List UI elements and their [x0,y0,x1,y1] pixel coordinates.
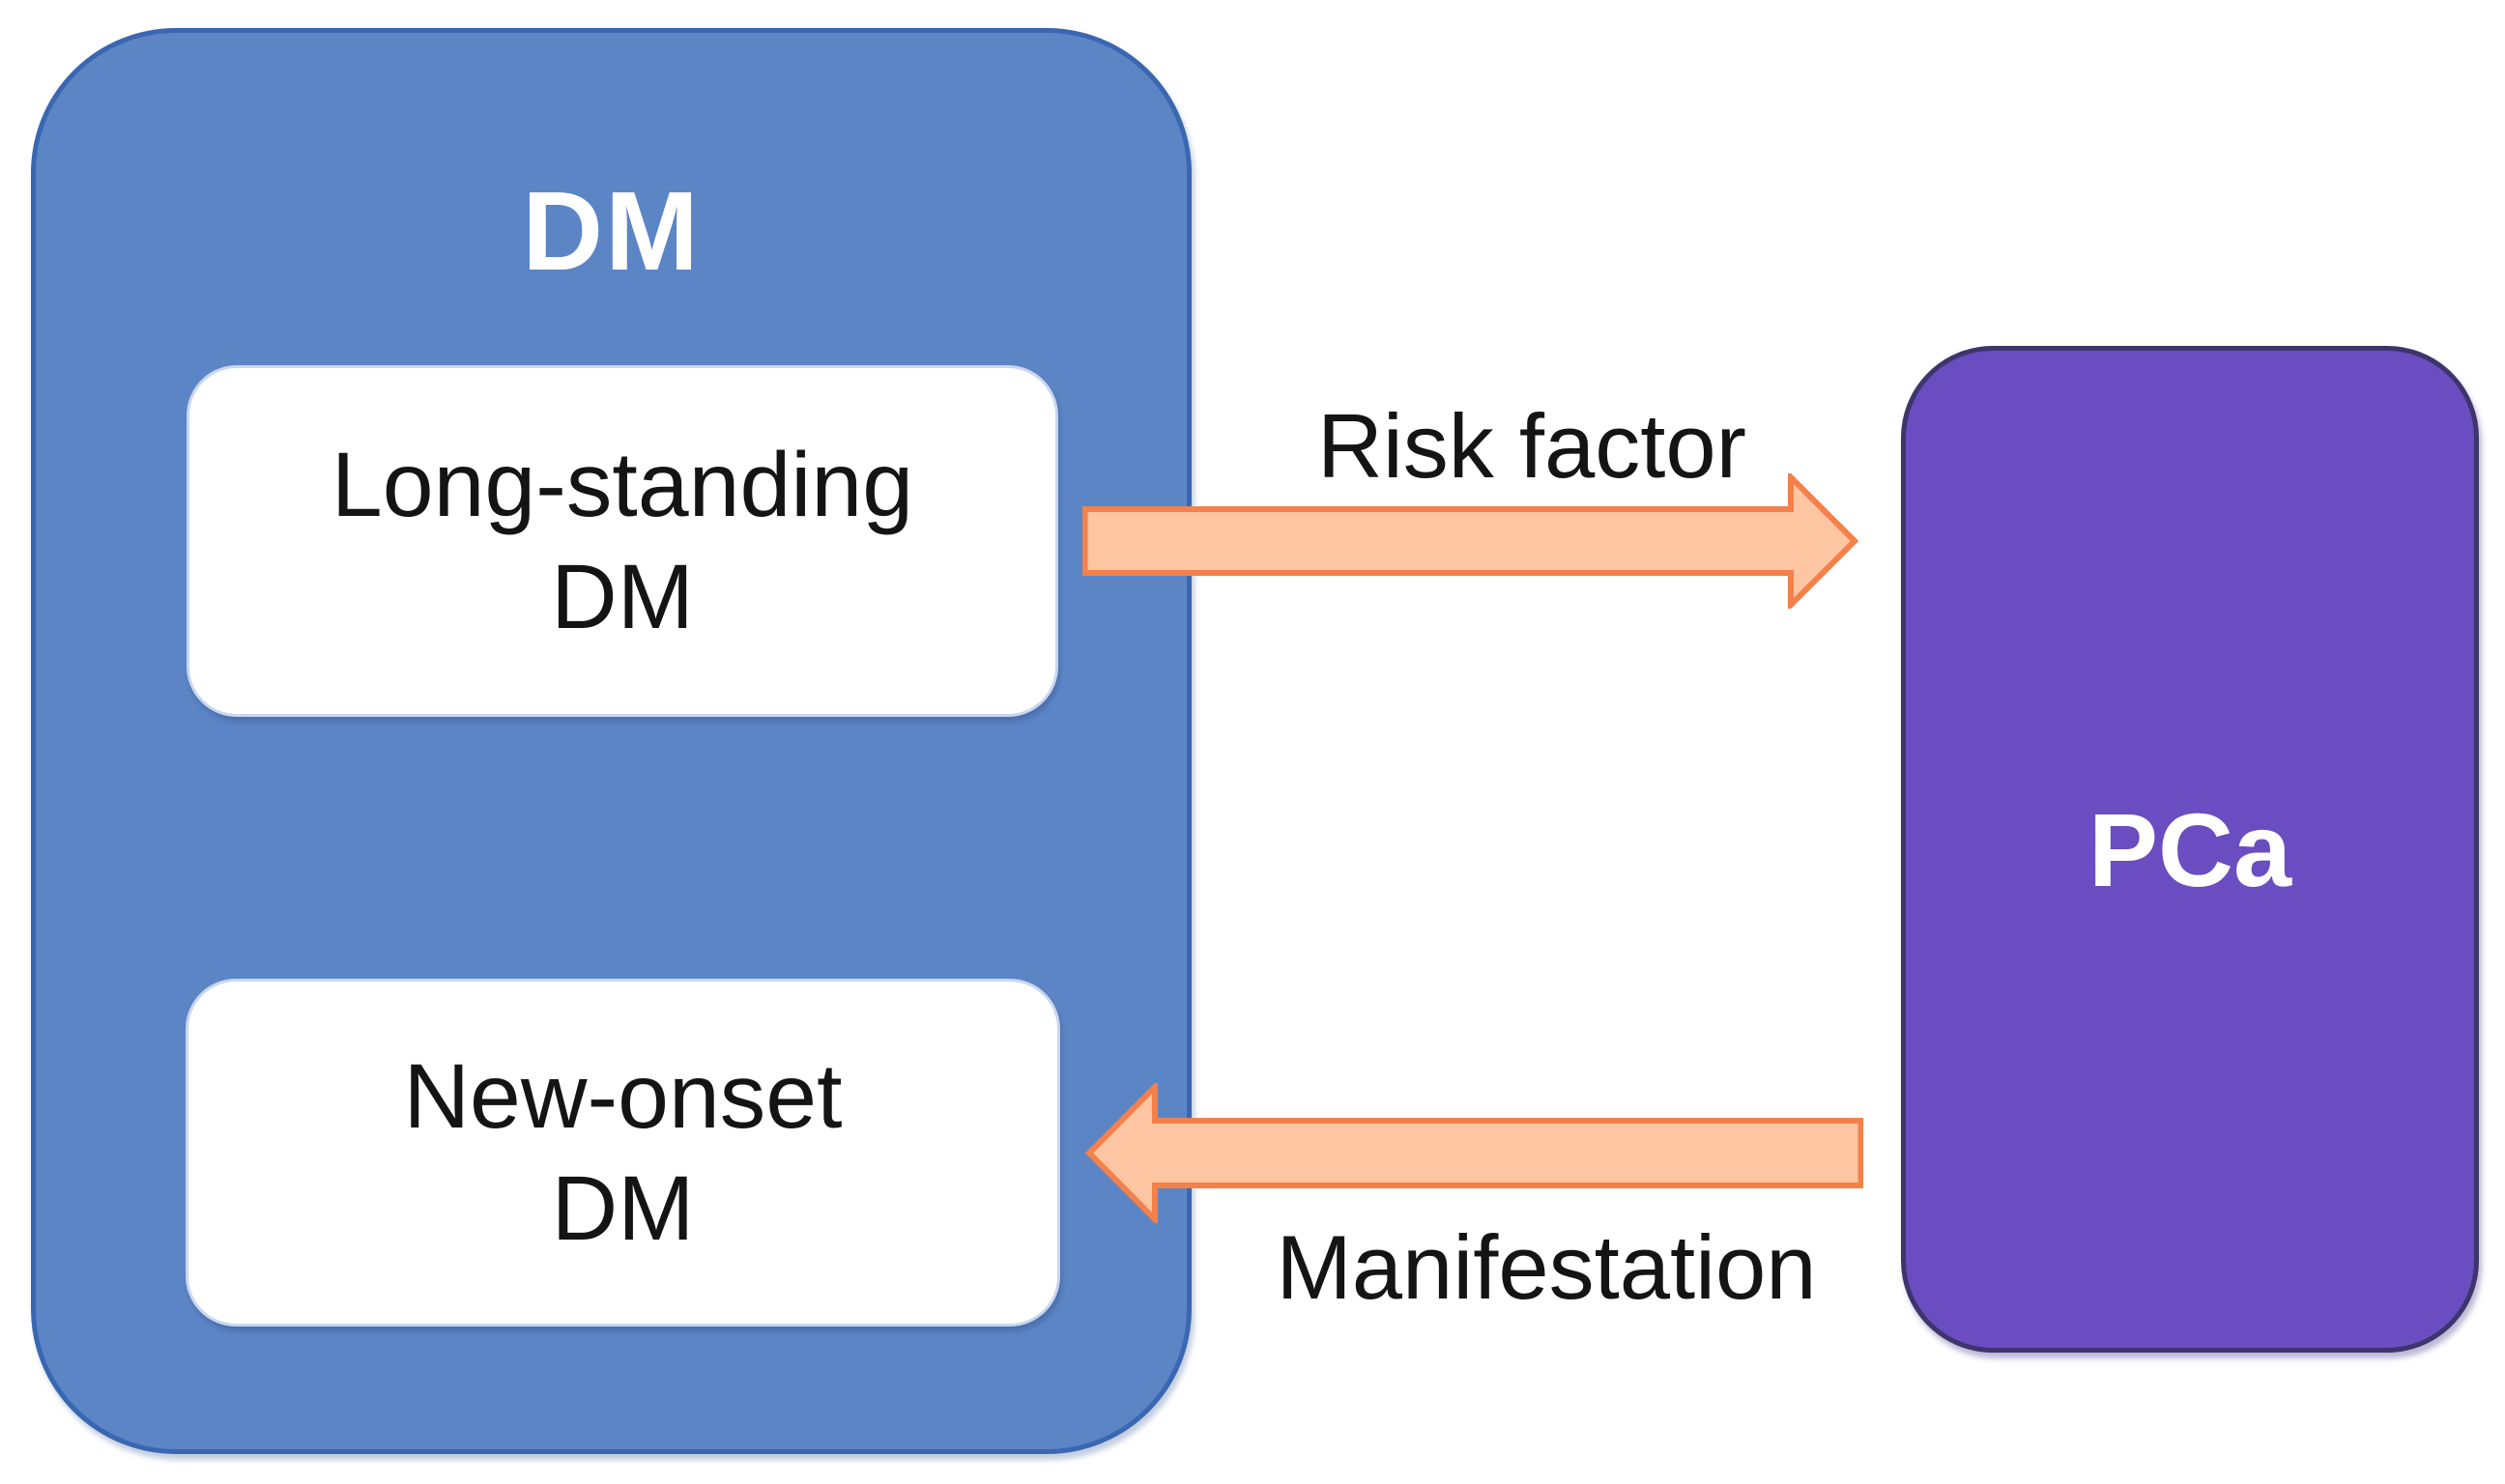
node-long-standing-dm: Long-standing DM [187,365,1058,717]
manifestation-label: Manifestation [1276,1216,1817,1318]
dm-group-label: DM [522,168,701,294]
node-pca-label: PCa [2088,790,2292,908]
node-new-onset-dm-label: New-onset DM [403,1045,843,1260]
manifestation-arrow [1085,1083,1863,1223]
risk-factor-label: Risk factor [1317,395,1746,497]
node-pca: PCa [1901,346,2479,1353]
node-long-standing-dm-label: Long-standing DM [331,434,914,648]
arrow-left-icon [1085,1083,1863,1223]
risk-factor-arrow [1082,473,1858,609]
arrow-right-icon [1082,473,1858,609]
node-new-onset-dm: New-onset DM [186,979,1060,1327]
